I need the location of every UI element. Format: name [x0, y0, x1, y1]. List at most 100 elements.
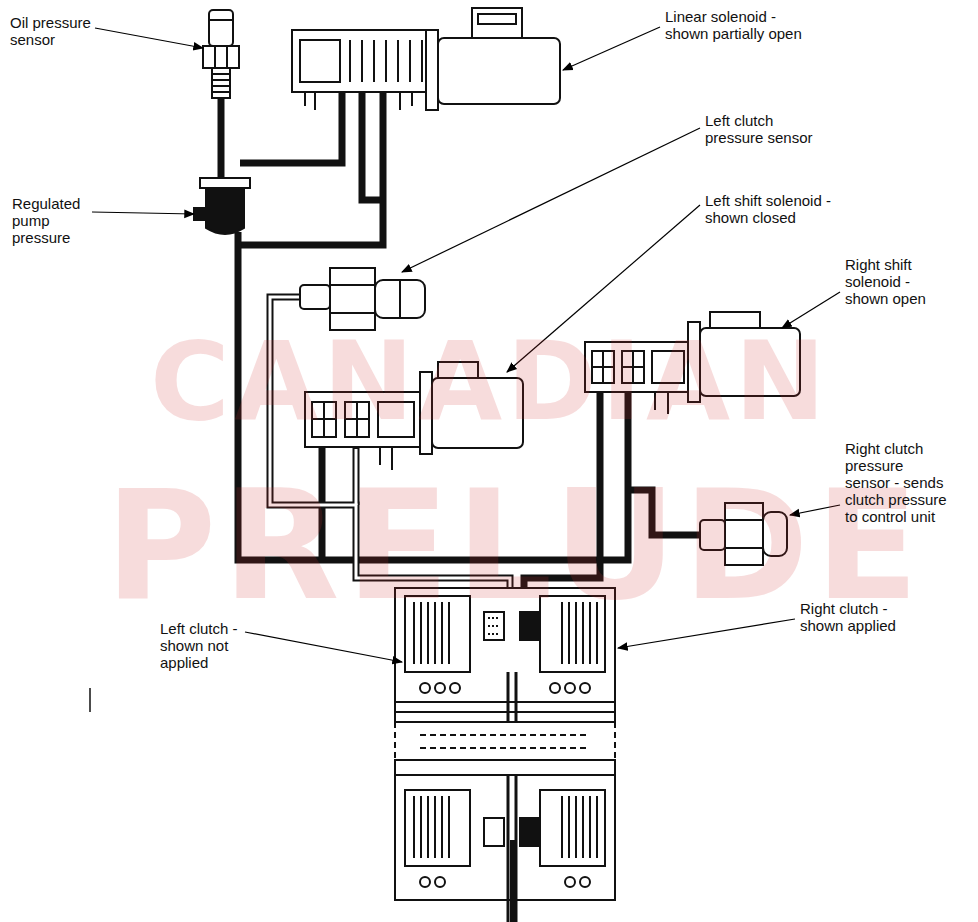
callout-label: Regulated pump pressure: [12, 195, 87, 246]
clutch-assembly: [395, 760, 615, 900]
clutch-assembly: [540, 790, 605, 866]
callout-label: Left shift solenoid - shown closed: [705, 192, 855, 226]
left-clutch-pressure-sensor: [375, 280, 425, 318]
pressure-fitting: [200, 178, 250, 188]
linear-solenoid: [292, 8, 560, 110]
left-clutch-pressure-sensor: [300, 285, 330, 309]
callout-label: Linear solenoid - shown partially open: [665, 8, 815, 42]
clutch-assembly: [420, 877, 430, 887]
leader-line: [563, 27, 660, 70]
clutch-assembly: [488, 633, 500, 635]
pressure-fitting: [194, 208, 210, 220]
clutch-assembly: [515, 672, 518, 722]
clutch-assembly: [484, 818, 504, 846]
callout-label: Left clutch pressure sensor: [705, 112, 823, 146]
linear-solenoid: [426, 30, 438, 110]
clutch-assembly: [507, 672, 510, 722]
clutch-assembly: [427, 796, 429, 858]
oil-pressure-sensor: [209, 19, 233, 21]
clutch-assembly: [395, 711, 615, 713]
clutch-assembly: [420, 796, 422, 858]
clutch-assembly: [450, 683, 460, 693]
callout-label: Oil pressure sensor: [10, 14, 110, 48]
clutch-assembly: [507, 775, 510, 922]
linear-solenoid: [361, 40, 363, 82]
clutch-assembly: [565, 683, 575, 693]
leader-line: [95, 28, 203, 48]
linear-solenoid: [314, 92, 316, 110]
clutch-assembly: [434, 796, 436, 858]
clutch-assembly: [441, 796, 443, 858]
clutch-assembly: [420, 683, 430, 693]
clutch-assembly: [580, 877, 590, 887]
linear-solenoid: [409, 40, 411, 82]
leader-line: [92, 212, 194, 214]
clutch-assembly: [565, 877, 575, 887]
oil-pressure-sensor: [226, 46, 228, 68]
left-clutch-pressure-sensor: [300, 268, 425, 330]
clutch-assembly: [520, 818, 540, 846]
clutch-assembly: [420, 747, 590, 749]
stray-mark: [89, 688, 91, 712]
clutch-assembly: [420, 734, 590, 736]
left-clutch-pressure-sensor: [399, 280, 401, 318]
clutch-assembly: [435, 877, 445, 887]
leader-line: [782, 292, 840, 328]
callout-label: Left clutch - shown not applied: [160, 620, 250, 671]
clutch-assembly: [575, 796, 577, 858]
clutch-assembly: [550, 683, 560, 693]
leader-line: [618, 619, 795, 648]
pressure-line: [218, 98, 225, 180]
leader-line: [402, 128, 700, 272]
clutch-assembly: [488, 625, 500, 627]
oil-pressure-sensor: [212, 91, 230, 93]
oil-pressure-sensor: [212, 85, 230, 87]
callout-label: Right clutch - shown applied: [800, 600, 900, 634]
left-clutch-pressure-sensor: [330, 312, 375, 314]
leader-line: [245, 632, 402, 662]
linear-solenoid: [472, 8, 522, 38]
clutch-assembly: [435, 683, 445, 693]
linear-solenoid: [399, 92, 401, 110]
linear-solenoid: [373, 40, 375, 82]
linear-solenoid: [438, 38, 560, 104]
linear-solenoid: [385, 40, 387, 82]
clutch-assembly: [394, 722, 396, 760]
pressure-line: [238, 92, 383, 245]
clutch-assembly: [582, 796, 584, 858]
linear-solenoid: [478, 14, 516, 24]
linear-solenoid: [411, 92, 413, 106]
clutch-assembly: [395, 701, 615, 703]
oil-pressure-sensor: [203, 46, 239, 68]
pressure-fitting: [194, 178, 250, 234]
clutch-assembly: [395, 774, 615, 776]
oil-pressure-sensor: [212, 73, 230, 75]
clutch-assembly: [395, 588, 615, 922]
callout-label: Right shift solenoid - shown open: [845, 256, 935, 307]
clutch-assembly: [568, 796, 570, 858]
clutch-assembly: [589, 796, 591, 858]
linear-solenoid: [304, 92, 306, 106]
clutch-assembly: [580, 683, 590, 693]
clutch-assembly: [510, 840, 515, 922]
left-shift-solenoid: [379, 447, 381, 465]
linear-solenoid: [349, 40, 351, 82]
clutch-assembly: [561, 796, 563, 858]
watermark-text: PRELUDE: [105, 470, 925, 622]
watermark-text: CANADIAN: [150, 328, 830, 437]
oil-pressure-sensor: [214, 46, 216, 68]
clutch-assembly: [448, 796, 450, 858]
clutch-assembly: [405, 790, 470, 866]
right-shift-solenoid: [710, 312, 760, 328]
pressure-fitting: [206, 188, 244, 234]
left-clutch-pressure-sensor: [330, 268, 375, 330]
linear-solenoid: [300, 40, 340, 82]
oil-pressure-sensor: [212, 79, 230, 81]
linear-solenoid: [397, 40, 399, 82]
left-shift-solenoid: [391, 447, 393, 470]
linear-solenoid: [292, 30, 432, 92]
left-clutch-pressure-sensor: [330, 284, 375, 286]
clutch-assembly: [413, 796, 415, 858]
